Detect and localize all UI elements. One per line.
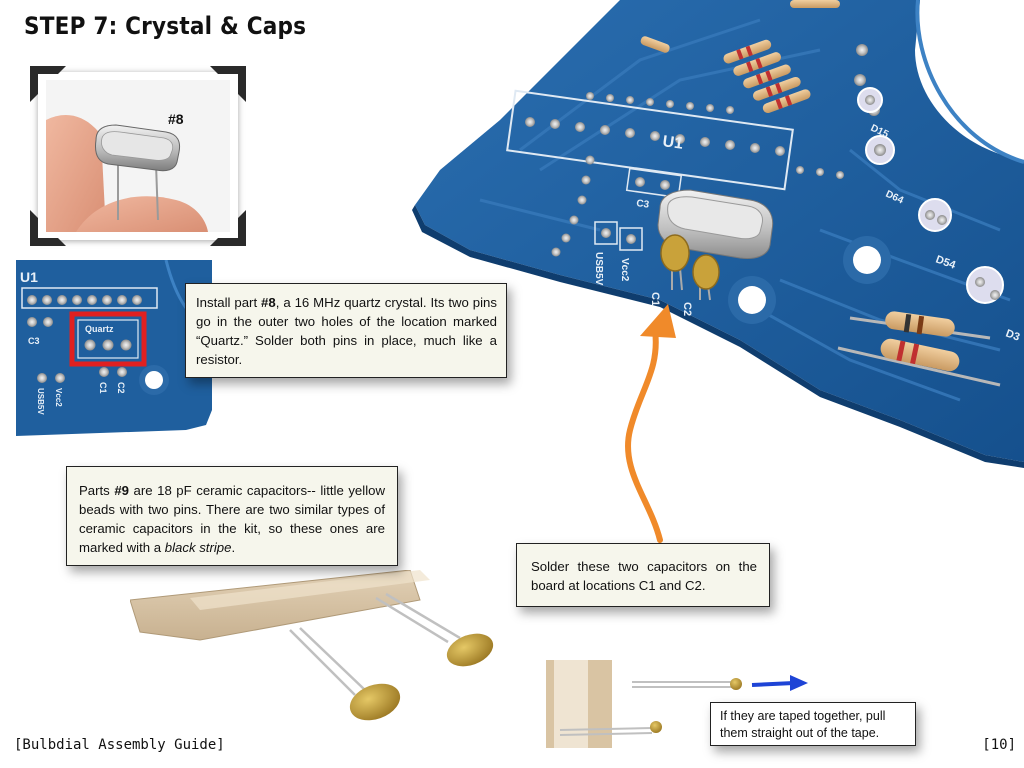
orange-arrow (625, 327, 663, 543)
thumbnail-part-label: #8 (168, 111, 184, 127)
part-9-label: #9 (114, 483, 129, 498)
capacitors-on-board (660, 234, 720, 301)
quartz-highlight-box (69, 311, 147, 367)
photo-corners (30, 66, 246, 246)
part-8-label: #8 (261, 295, 276, 310)
board-label-usb5v: USB5V (593, 252, 604, 286)
board-label-vcc2: Vcc2 (619, 258, 630, 282)
pcb-inset-photo: U1 C3 Quartz USB5V Vcc2 C1 C2 (16, 260, 212, 436)
page-title: STEP 7: Crystal & Caps (24, 12, 307, 40)
footer-guide-title: [Bulbdial Assembly Guide] (14, 737, 225, 753)
capacitors-callout: Parts #9 are 18 pF ceramic capacitors-- … (66, 466, 398, 566)
blue-arrow (751, 681, 795, 687)
taped-capacitors-photo (546, 660, 808, 748)
solder-callout: Solder these two capacitors on the board… (516, 543, 770, 607)
crystal-callout: Install part #8, a 16 MHz quartz crystal… (185, 283, 507, 378)
inset-label-c2: C2 (116, 382, 126, 394)
capacitors-on-tape-photo (130, 570, 494, 721)
crystal-thumbnail-photo: #8 (46, 80, 230, 232)
inset-label-c1: C1 (98, 382, 108, 394)
board-label-c2: C2 (681, 302, 693, 316)
inset-label-u1: U1 (20, 269, 38, 285)
board-label-c3: C3 (636, 198, 651, 211)
board-label-u1: U1 (661, 133, 684, 153)
inset-label-vcc2: Vcc2 (54, 388, 63, 407)
inset-label-c3: C3 (28, 336, 40, 346)
inset-label-usb5v: USB5V (36, 388, 45, 415)
tape-callout: If they are taped together, pull them st… (710, 702, 916, 746)
board-label-d3: D3 (1004, 328, 1021, 344)
board-label-c1: C1 (649, 292, 661, 306)
inset-label-quartz: Quartz (85, 324, 114, 334)
resistors-on-board (837, 311, 1001, 387)
crystal-component (657, 189, 774, 259)
footer-page-number: [10] (982, 737, 1016, 753)
